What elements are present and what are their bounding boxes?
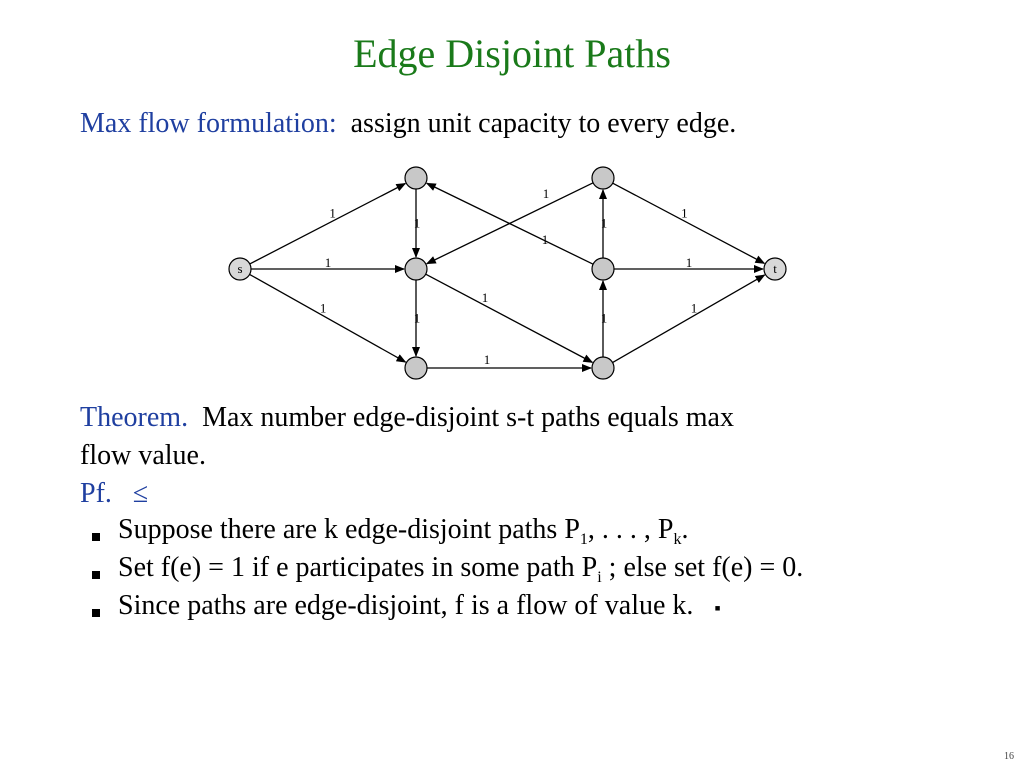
bullet-1: Suppose there are k edge-disjoint paths … — [118, 514, 688, 549]
bullet-2-sub-1: i — [597, 569, 602, 586]
bullet-1-sub-1: 1 — [579, 531, 588, 548]
bullet-marker — [92, 571, 100, 579]
edge-capacity-label: 1 — [414, 311, 421, 326]
node-t — [763, 257, 787, 281]
proof-symbol: ≤ — [132, 478, 149, 509]
formulation-text: assign unit capacity to every edge. — [350, 108, 737, 139]
bullet-1-sub-2: k — [673, 531, 682, 548]
bullet-3-text: Since paths are edge-disjoint, f is a fl… — [118, 590, 694, 621]
edge-capacity-label: 1 — [482, 290, 489, 305]
bullet-marker — [92, 609, 100, 617]
edge-d-t — [612, 182, 766, 264]
bullet-marker — [92, 533, 100, 541]
node-e — [591, 257, 615, 281]
edge-capacity-label: 1 — [414, 216, 421, 231]
page-number: 16 — [1004, 751, 1014, 762]
bullet-2-text-b: ; else set f(e) = 0. — [601, 552, 804, 583]
formulation-line: Max flow formulation: assign unit capaci… — [80, 108, 736, 140]
node-a — [404, 166, 428, 190]
edge-b-f — [425, 273, 594, 363]
bullet-2-text-a: Set f(e) = 1 if e participates in some p… — [118, 552, 598, 583]
node-f — [591, 356, 615, 380]
formulation-label: Max flow formulation: — [80, 108, 337, 139]
edge-capacity-label: 1 — [681, 206, 688, 221]
edge-e-a — [425, 182, 594, 265]
node-label-t: t — [773, 261, 777, 276]
edge-capacity-label: 1 — [686, 255, 693, 270]
qed-mark: ▪ — [714, 598, 721, 618]
theorem-text-1: Max number edge-disjoint s-t paths equal… — [202, 402, 734, 433]
node-b — [404, 257, 428, 281]
slide-title: Edge Disjoint Paths — [353, 31, 671, 76]
edge-capacity-label: 1 — [601, 216, 608, 231]
edge-capacity-label: 1 — [543, 186, 550, 201]
edge-s-a — [249, 182, 407, 265]
node-label-s: s — [237, 261, 242, 276]
node-c — [404, 356, 428, 380]
edge-capacity-label: 1 — [601, 311, 608, 326]
bullet-1-text-a: Suppose there are k edge-disjoint paths … — [118, 514, 580, 545]
node-d — [591, 166, 615, 190]
edge-s-c — [249, 273, 407, 363]
edge-capacity-label: 1 — [329, 206, 336, 221]
theorem-line-1: Theorem. Max number edge-disjoint s-t pa… — [80, 402, 734, 434]
bullet-1-text-c: . — [681, 514, 689, 545]
proof-label: Pf. — [80, 478, 112, 509]
theorem-line-2: flow value. — [80, 440, 206, 471]
bullet-3: Since paths are edge-disjoint, f is a fl… — [118, 590, 721, 622]
edge-capacity-label: 1 — [691, 301, 698, 316]
edge-capacity-label: 1 — [542, 232, 549, 247]
bullet-2: Set f(e) = 1 if e participates in some p… — [118, 552, 803, 587]
bullet-1-text-b: , . . . , P — [587, 514, 674, 545]
edge-capacity-label: 1 — [484, 352, 491, 367]
node-s — [228, 257, 252, 281]
proof-line: Pf. ≤ — [80, 478, 148, 510]
flow-network-diagram: 1 1 1 1 1 1 1 1 1 1 1 1 1 1 s t — [228, 166, 787, 380]
theorem-label: Theorem. — [80, 402, 189, 433]
edge-capacity-label: 1 — [320, 301, 327, 316]
edge-f-t — [612, 274, 766, 364]
edge-capacity-label: 1 — [325, 255, 332, 270]
